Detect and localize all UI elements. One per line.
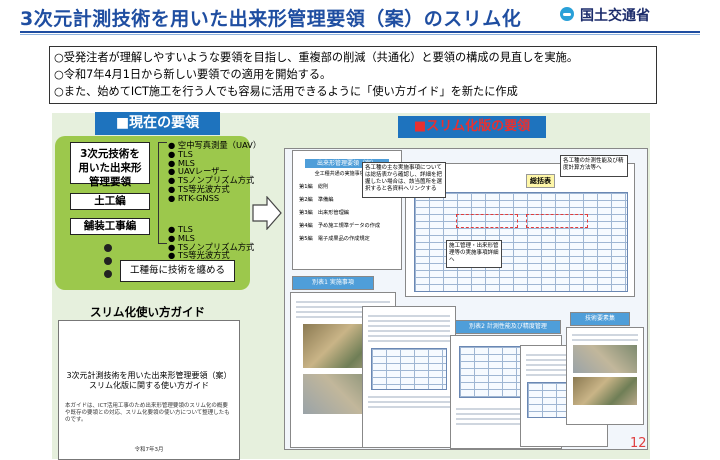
usage-guide-date: 令和7年3月 (134, 447, 164, 453)
page-title: 3次元計測技術を用いた出来形管理要領（案）のスリム化 (20, 8, 522, 30)
ellipsis-dot (104, 257, 112, 265)
paving-tech-list: ● TLS ● MLS ● TSノンプリズム方式 ● TS等光波方式 (168, 225, 254, 260)
chapter-item: 第4編 予め施工規準データの作成 (299, 223, 381, 229)
equipment-photo (573, 377, 637, 405)
slim-doc-cover: 出来形管理要領（案） 全工種共通の実施事項として 第1編 総則 第2編 準備編 … (292, 150, 402, 270)
usage-guide-page: 3次元計測技術を用いた出来形管理要領（案） スリム化版に関する使い方ガイド 本ガ… (58, 320, 240, 460)
tech-item: ● TLS (168, 224, 193, 234)
per-worktype-box: 工種毎に技術を纏める (120, 260, 235, 282)
usage-guide-title-line-1: 3次元計測技術を用いた出来形管理要領（案） (66, 371, 232, 380)
tech-item: ● MLS (168, 232, 195, 243)
performance-callout: 各工種の計測性能及び精度計算方法等へ (560, 155, 628, 177)
tech-item: ● MLS (168, 157, 195, 168)
summary-table-label: 総括表 (526, 174, 555, 188)
page-number: 12 (630, 436, 647, 451)
tech-item: ● TSノンプリズム方式 (168, 175, 255, 186)
slim-guideline-heading: ■スリム化版の要領 (398, 116, 546, 138)
earthwork-box: 土工編 (70, 193, 150, 210)
summary-table-doc: 総括表 (405, 163, 635, 297)
chapter-item: 第1編 総則 (299, 184, 329, 190)
tech-collection-page (566, 327, 644, 425)
appendix-detail-page (362, 306, 456, 448)
appendix2-label: 別表2 計測性能及び精度管理 (455, 320, 561, 334)
summary-line-3: ○また、始めてICT施工を行う人でも容易に活用できるように「使い方ガイド」を新た… (54, 85, 518, 98)
detail-table (371, 348, 447, 390)
main-guideline-line-2: 用いた出来形 (78, 162, 142, 174)
paving-box: 舗装工事編 (70, 218, 150, 235)
slim-doc-chapters: 第1編 総則 第2編 準備編 第3編 出来形管理編 第4編 予め施工規準データの… (299, 181, 401, 246)
summary-line-2: ○令和7年4月1日から新しい要領での適用を開始する。 (54, 68, 332, 81)
chapter-item: 第5編 電子成果品の作成規定 (299, 236, 370, 242)
summary-link-callout: 各工種の主な実施事項については総括表から確認し、詳細を把握したい場合は、該当箇所… (362, 162, 446, 198)
header-rule-thin (20, 34, 700, 35)
ellipsis-dot (104, 244, 112, 252)
main-guideline-line-3: 管理要領 (89, 176, 131, 188)
details-callout: 施工管理・出来形管理等の実施事項詳細へ (446, 240, 502, 268)
summary-line-1: ○受発注者が理解しやすいような要領を目指し、重複部の削減（共通化）と要領の構成の… (54, 51, 579, 64)
slim-doc-title: 出来形管理要領（案） (305, 159, 389, 168)
highlight-box (526, 214, 588, 228)
tech-item: ● TS等光波方式 (168, 250, 230, 261)
main-guideline-box: 3次元技術を 用いた出来形 管理要領 (70, 142, 150, 188)
tech-item: ● 空中写真測量（UAV） (168, 140, 262, 150)
summary-table-grid (414, 192, 628, 292)
chapter-item: 第3編 出来形管理編 (299, 210, 349, 216)
header-rule (20, 31, 700, 33)
equipment-photo (573, 345, 637, 373)
tech-item: ● UAVレーザー (168, 166, 228, 177)
main-guideline-line-1: 3次元技術を (80, 148, 140, 160)
tech-item: ● TSノンプリズム方式 (168, 241, 255, 252)
current-guideline-heading: ■現在の要領 (95, 112, 220, 135)
mlit-logo-icon (560, 7, 574, 21)
ellipsis-dot (104, 270, 112, 278)
highlight-box (456, 214, 518, 228)
tech-collection-label: 技術要素集 (570, 312, 630, 326)
transform-arrow-icon (252, 196, 282, 230)
usage-guide-heading: スリム化使い方ガイド (90, 305, 205, 319)
tech-item: ● TLS (168, 148, 193, 159)
chapter-item: 第2編 準備編 (299, 197, 334, 203)
org-name: 国土交通省 (580, 8, 650, 24)
earthwork-tech-list: ● 空中写真測量（UAV） ● TLS ● MLS ● UAVレーザー ● TS… (168, 141, 261, 203)
usage-guide-title-line-2: スリム化版に関する使い方ガイド (89, 381, 209, 390)
tech-item: ● RTK-GNSS (168, 192, 220, 203)
slim-doc-subtitle: 全工種共通の実施事項として (314, 171, 380, 177)
usage-guide-title: 3次元計測技術を用いた出来形管理要領（案） スリム化版に関する使い方ガイド (59, 371, 239, 391)
appendix1-label: 別表1 実施事項 (292, 276, 374, 290)
tech-item: ● TS等光波方式 (168, 183, 230, 194)
tech-bracket (158, 142, 167, 244)
usage-guide-note: 本ガイドは、ICT活用工事のため出来形管理要領のスリム化の概要や既存の要領との対… (65, 403, 230, 423)
summary-box: ○受発注者が理解しやすいような要領を目指し、重複部の削減（共通化）と要領の構成の… (49, 46, 657, 104)
